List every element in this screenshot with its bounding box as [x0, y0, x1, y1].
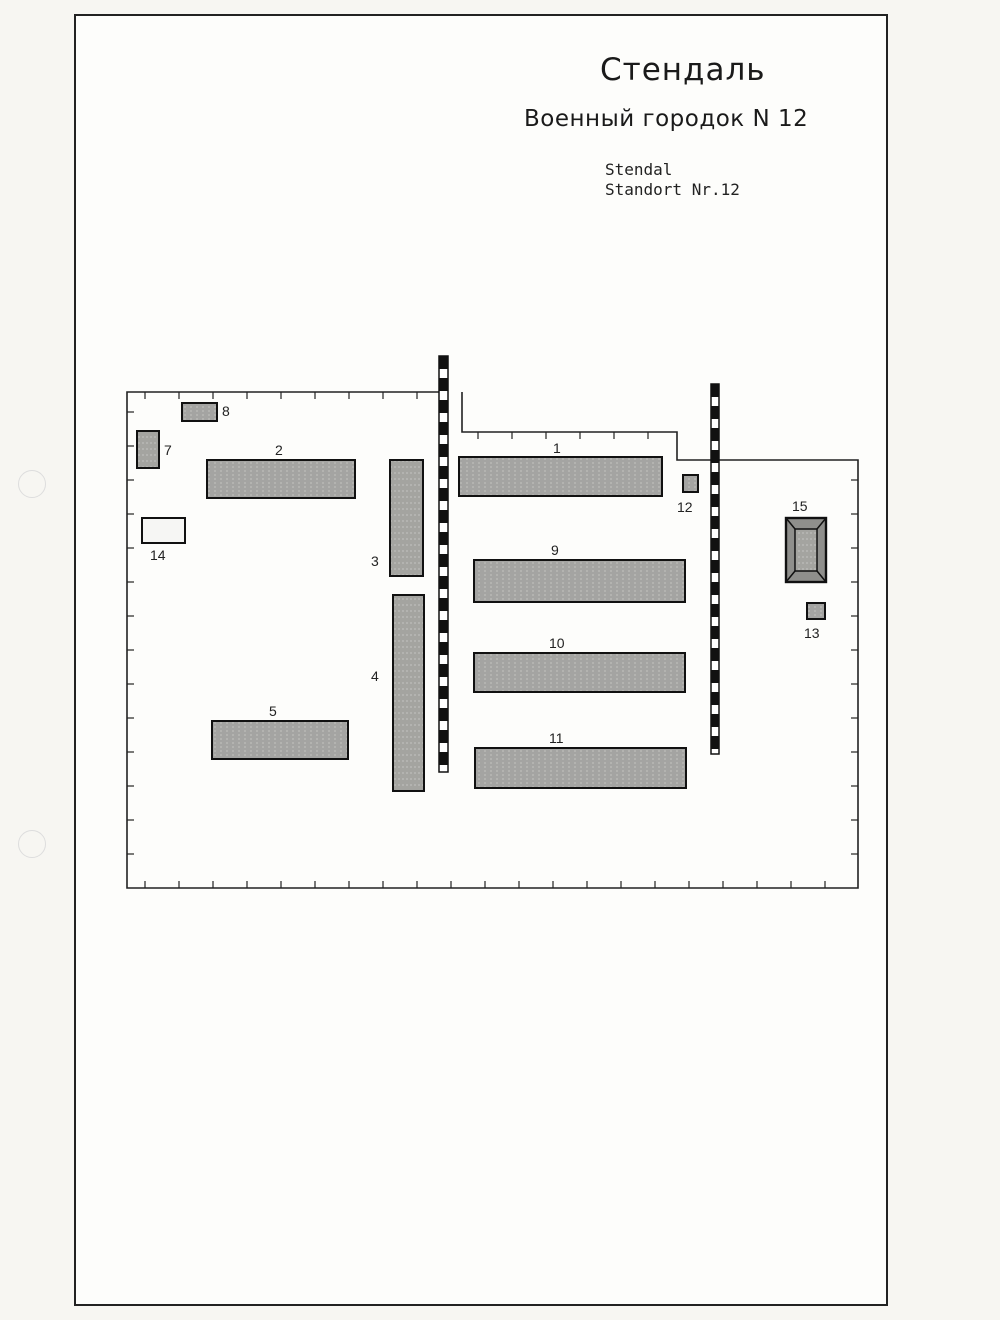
railway-dash [439, 730, 448, 743]
building-label-12: 12 [677, 499, 693, 515]
railway-dash [439, 752, 448, 765]
railway-dash [439, 378, 448, 391]
railway-dash [439, 400, 448, 413]
building-12 [682, 474, 699, 493]
site-boundary [126, 391, 859, 889]
railway-dash [711, 494, 719, 507]
railway-dash [711, 714, 719, 727]
building-label-15: 15 [792, 498, 808, 514]
railway-dash [711, 648, 719, 661]
railway-dash [439, 554, 448, 567]
railway-dash [711, 626, 719, 639]
railway-dash [711, 670, 719, 683]
building-5 [211, 720, 349, 760]
railway-line-east [710, 383, 720, 755]
railway-dash [439, 488, 448, 501]
building-label-11: 11 [549, 730, 564, 746]
building-label-8: 8 [222, 403, 230, 419]
railway-dash [439, 532, 448, 545]
boundary-ticks [127, 392, 858, 888]
building-8 [181, 402, 218, 422]
building-3 [389, 459, 424, 577]
railway-dash [711, 516, 719, 529]
building-label-3: 3 [371, 553, 379, 569]
railway-dash [711, 428, 719, 441]
building-label-10: 10 [549, 635, 565, 651]
building-7 [136, 430, 160, 469]
railway-dash [439, 620, 448, 633]
railway-dash [711, 582, 719, 595]
hole-punch-top [18, 470, 46, 498]
railway-dash [439, 444, 448, 457]
building-label-9: 9 [551, 542, 559, 558]
building-13 [806, 602, 826, 620]
building-label-2: 2 [275, 442, 283, 458]
german-site-name: Standort Nr.12 [605, 180, 740, 199]
building-label-4: 4 [371, 668, 379, 684]
railway-dash [439, 422, 448, 435]
railway-dash [711, 604, 719, 617]
railway-dash [711, 406, 719, 419]
german-city-name: Stendal [605, 160, 673, 179]
map-title-german: Stendal Standort Nr.12 [605, 160, 740, 200]
railway-line-west [438, 355, 449, 773]
railway-dash [439, 664, 448, 677]
railway-dash [711, 472, 719, 485]
hole-punch-bottom [18, 830, 46, 858]
building-14 [141, 517, 186, 544]
railway-dash [711, 736, 719, 749]
railway-dash [711, 538, 719, 551]
building-10 [473, 652, 686, 693]
building-9 [473, 559, 686, 603]
building-2 [206, 459, 356, 499]
building-label-5: 5 [269, 703, 277, 719]
building-4 [392, 594, 425, 792]
railway-dash [439, 356, 448, 369]
railway-dash [439, 598, 448, 611]
map-title-russian: Стендаль [600, 52, 766, 88]
building-label-14: 14 [150, 547, 166, 563]
railway-dash [439, 576, 448, 589]
railway-dash [439, 642, 448, 655]
railway-dash [711, 384, 719, 397]
building-15 [784, 516, 828, 584]
railway-dash [439, 708, 448, 721]
railway-dash [711, 450, 719, 463]
building-label-13: 13 [804, 625, 820, 641]
map-subtitle-russian: Военный городок N 12 [524, 106, 809, 132]
building-label-7: 7 [164, 442, 172, 458]
railway-dash [439, 686, 448, 699]
railway-dash [711, 560, 719, 573]
railway-dash [711, 692, 719, 705]
building-label-1: 1 [553, 440, 561, 456]
building-11 [474, 747, 687, 789]
railway-dash [439, 466, 448, 479]
building-1 [458, 456, 663, 497]
railway-dash [439, 510, 448, 523]
